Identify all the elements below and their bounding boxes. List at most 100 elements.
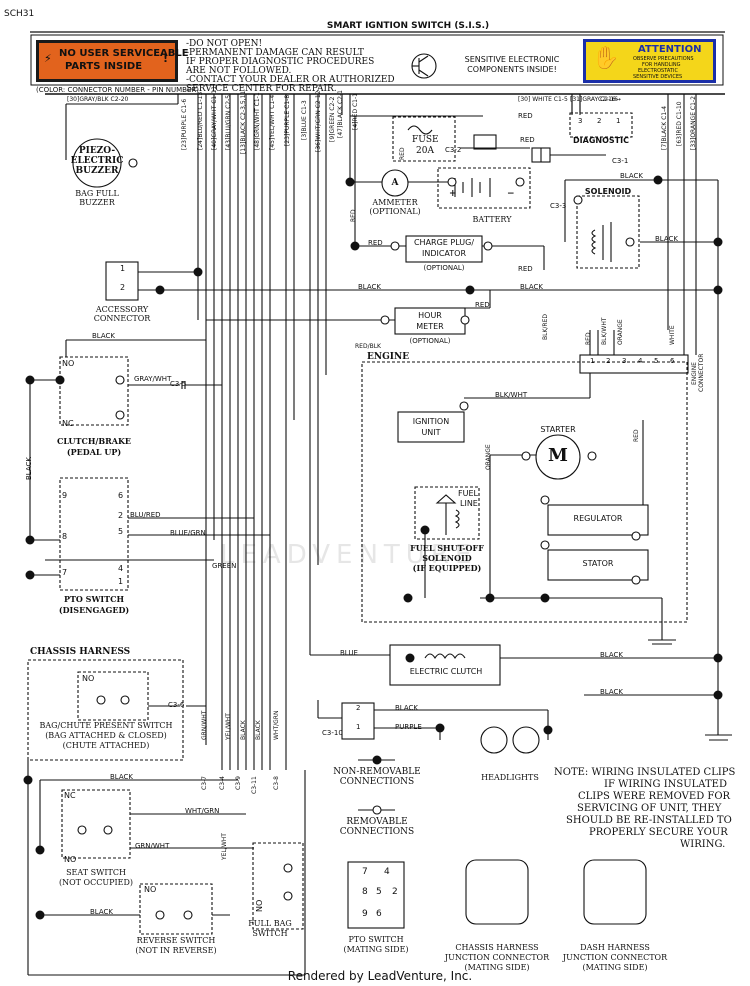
wire-red-9: RED [399,147,406,160]
wire-red-2: RED [520,136,535,144]
wire-black-10: BLACK [240,720,247,740]
buzzer-caption2: BUZZER [79,198,115,207]
wire-black-5: BLACK [92,332,116,340]
diag-pin-3: 3 [578,117,583,125]
stator-box [547,549,649,581]
wire-blk-wht: BLK/WHT [495,391,528,399]
headlight-right [512,726,540,754]
fuel-line-line1: FUEL [458,489,478,498]
chassis-conn-line1: CHASSIS HARNESS [455,943,539,952]
starter-label: STARTER [540,425,576,434]
attention-line4: SENSITIVE DEVICES [633,74,683,80]
wire-black-7: BLACK [600,651,624,659]
wire-c3-10: C3-10 [322,729,343,737]
note-line7: WIRING. [680,839,726,850]
ignition-line2: UNIT [421,428,441,437]
ammeter-symbol [381,169,409,197]
acc-pin-2: 2 [120,283,126,292]
wire-red-3: RED [368,239,383,247]
regulator-label: REGULATOR [573,514,623,523]
warning-note-3: IF PROPER DIAGNOSTIC PROCEDURES [186,57,375,67]
dash-conn-line1: DASH HARNESS [580,943,650,952]
seat-no: NO [64,855,77,864]
ammeter-symbol-label: A [391,178,399,188]
wire-blk-wht-2: BLK/WHT [601,317,608,345]
clutch-brake-line1: CLUTCH/BRAKE [57,436,131,446]
wire-gray-wht: GRAY/WHT [134,375,172,383]
attention-label: ✋ ATTENTION OBSERVE PRECAUTIONS FOR HAND… [583,39,716,83]
acc-pin-1: 1 [120,264,126,273]
harness-wires [197,94,697,770]
charge-plug-box [405,235,483,263]
full-bag-line2: SWITCH [252,929,288,938]
chassis-harness-label: CHASSIS HARNESS [30,647,131,657]
pto-pin-9: 9 [62,491,68,500]
wire-blu-red: BLU/RED [130,511,161,519]
pto-pin-4: 4 [118,564,124,573]
pto-mating-pin-7: 7 [362,867,368,877]
wire-black-9: BLACK [395,704,419,712]
fuel-solenoid-frame [414,486,480,540]
note-line1: NOTE: WIRING INSULATED CLIPS [554,767,736,778]
seat-line2: (NOT OCCUPIED) [58,878,134,887]
bag-line3: (CHUTE ATTACHED) [62,741,150,750]
conn-c3-4: C3-4 [219,776,226,790]
wire-purple: PURPLE [395,723,422,731]
seat-switch-frame [61,789,131,859]
wire-grn-wht: GRN/WHT [201,710,208,740]
headlight-connector-box [341,702,375,740]
wire-red-blk: RED/BLK [355,343,381,350]
warning-note-4: ARE NOT FOLLOWED. [186,66,292,76]
wire-black-6: BLACK [25,456,33,480]
chassis-conn-line3: (MATING SIDE) [464,963,530,972]
conn-c3-11: C3-11 [251,776,258,794]
legend-removable-1: REMOVABLE [346,817,408,827]
wire-c2-16: C2-16→ [598,96,621,103]
note-line2: IF WIRING INSULATED [604,779,727,790]
full-bag-line1: FULL BAG [248,919,292,928]
pin-label-7: [48]GRN/WHT C1-1 [254,92,261,150]
wire-black-13: BLACK [90,908,114,916]
wire-white: WHITE [669,325,676,345]
pin-label-5: [43]BLU/GRN C2-5 [225,94,232,150]
solenoid-frame [576,195,640,269]
pin-label-10: [3]BLUE C1-3 [301,100,308,140]
headlight-left [480,726,508,754]
electric-clutch-label: ELECTRIC CLUTCH [409,667,483,676]
conn-c3-7: C3-7 [201,776,208,790]
hour-meter-line2: METER [416,322,444,331]
battery-label: BATTERY [472,215,512,224]
wire-orange: ORANGE [617,319,624,345]
chassis-conn-line2: JUNCTION CONNECTOR [444,953,550,962]
wire-red-4: RED [518,265,533,273]
clutch-no: NO [62,359,75,368]
legend-nonremovable-1: NON-REMOVABLE [333,767,421,777]
color-key: (COLOR: CONNECTOR NUMBER - PIN NUMBER) [36,86,200,94]
exclamation-icon: ! [163,52,169,65]
pto-mating-line1: PTO SWITCH [348,935,404,944]
pto-pin-7: 7 [62,568,68,577]
wire-black-4: BLACK [520,283,544,291]
pin-label-16: [31]GRAY C2-16 [570,96,618,103]
accessory-line1: ACCESSORY [95,305,149,314]
wire-c3-6: C3-6 [168,701,185,709]
hl-pin-2: 2 [356,704,361,712]
bag-line2: (BAG ATTACHED & CLOSED) [45,731,167,740]
stator-label: STATOR [582,559,614,568]
hour-meter-line1: HOUR [418,311,442,320]
headlights-label: HEADLIGHTS [481,773,539,782]
wire-black-8: BLACK [600,688,624,696]
seat-nc: NC [64,791,76,800]
pin-label-2: [23]PURPLE C1-6 [181,98,188,150]
footer-credit: Rendered by LeadVenture, Inc. [287,969,473,983]
dash-conn-line2: JUNCTION CONNECTOR [562,953,668,962]
charge-plug-line1: CHARGE PLUG/ [413,238,475,247]
pin-label-17: [7]BLACK C1-4 [661,105,668,150]
pto-mating-line2: (MATING SIDE) [343,945,409,954]
legend-removable-2: CONNECTIONS [339,827,415,837]
buzzer-caption1: BAG FULL [75,189,119,198]
pto-mating-pin-8: 8 [362,887,368,897]
dash-conn-line3: (MATING SIDE) [582,963,648,972]
pin-label-18: [63]RED C1-10 [676,101,683,146]
